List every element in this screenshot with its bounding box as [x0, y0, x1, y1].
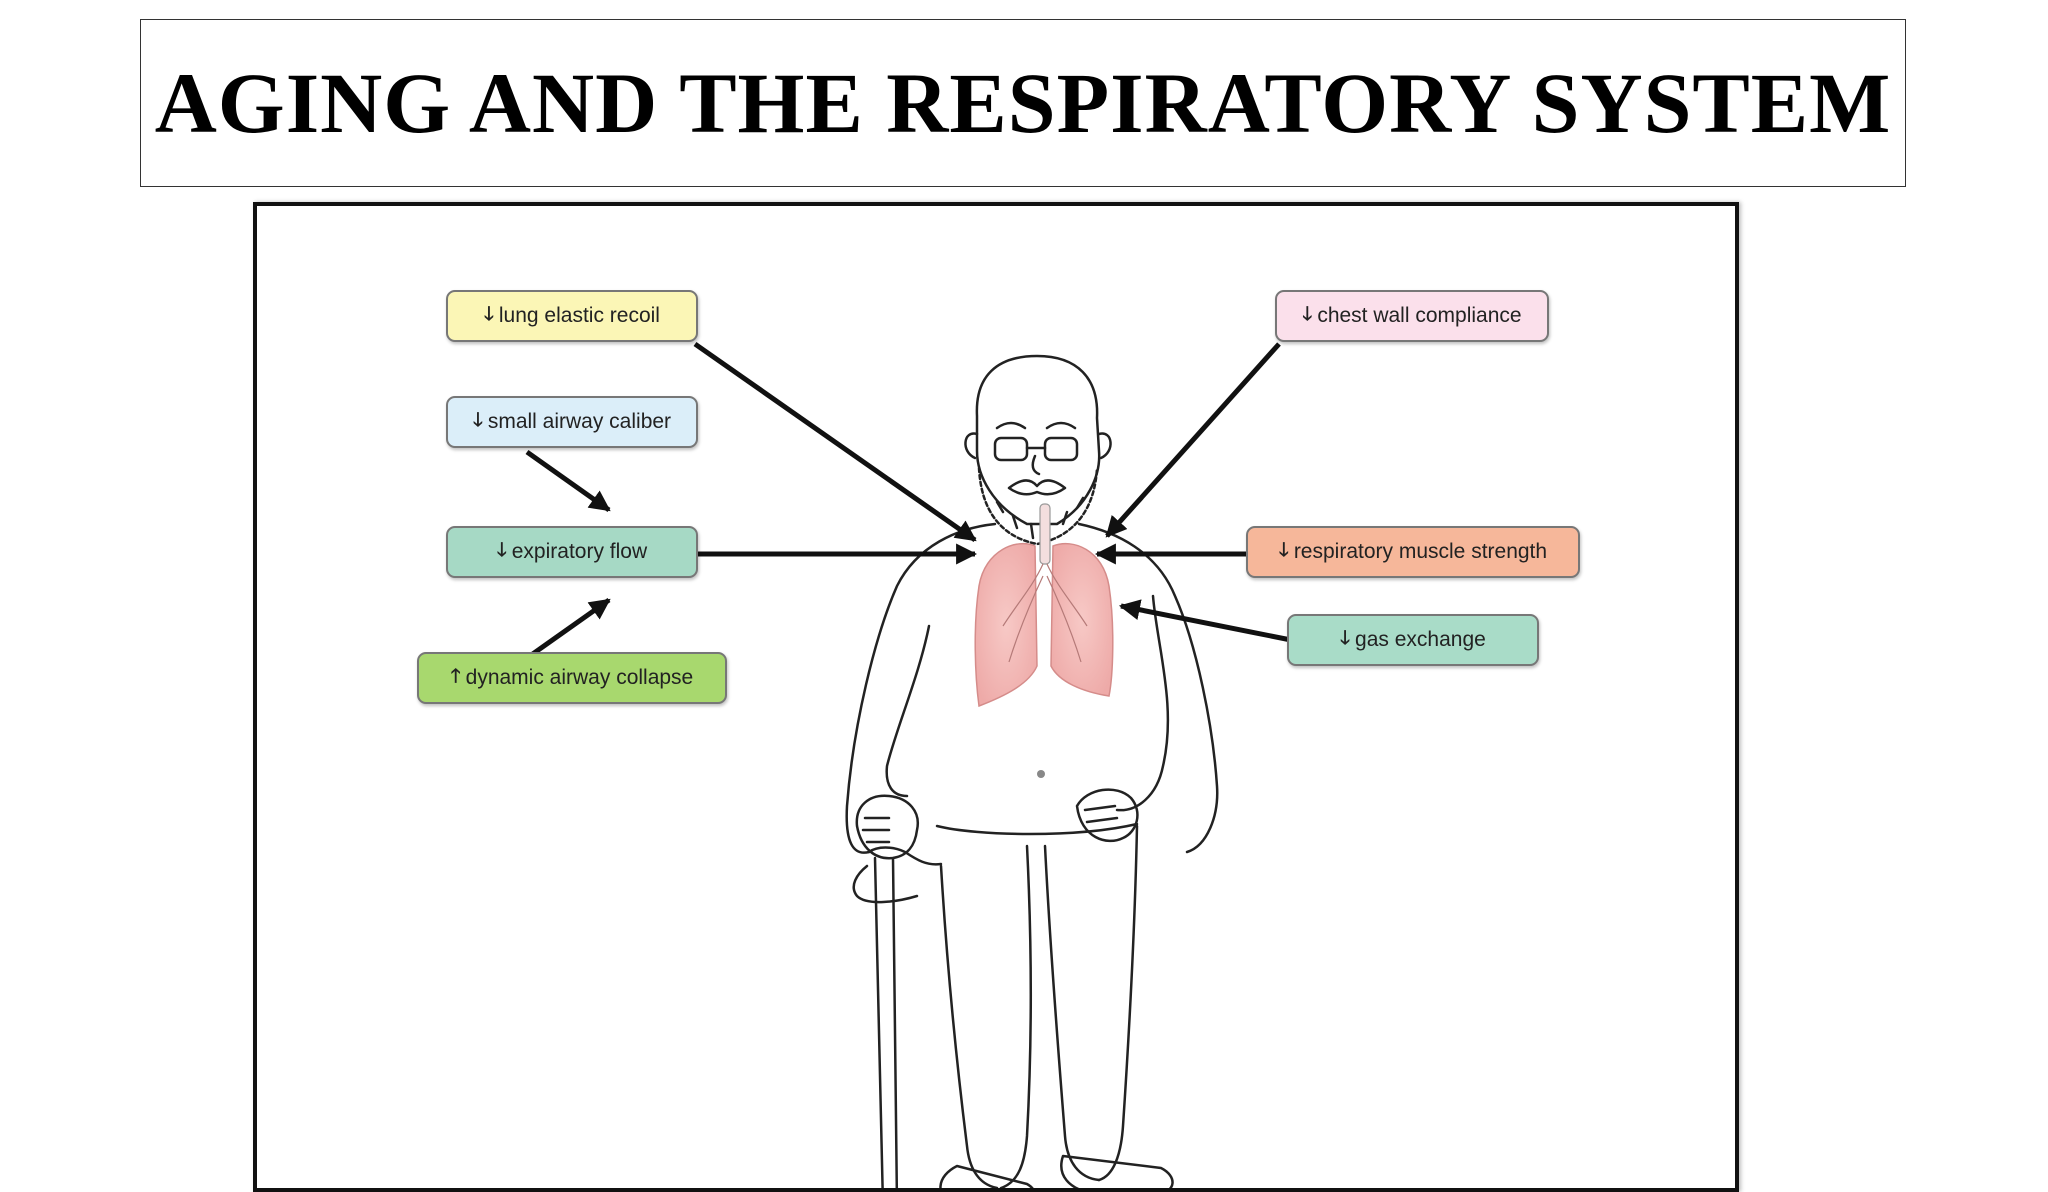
beard — [977, 466, 1099, 546]
label-text: dynamic airway collapse — [465, 666, 694, 689]
torso-right — [1077, 522, 1219, 854]
label-dynamic-airway-collapse: 🡑 dynamic airway collapse — [417, 652, 727, 704]
increase-arrow-icon: 🡑 — [450, 666, 461, 687]
right-lung — [1050, 542, 1114, 697]
label-lung-elastic-recoil: 🡓 lung elastic recoil — [446, 290, 698, 342]
right-leg — [1043, 844, 1101, 1182]
label-chest-wall-compliance: 🡓 chest wall compliance — [1275, 290, 1549, 342]
left-hand — [855, 794, 920, 860]
arrow-chest-wall-compliance — [1105, 342, 1281, 538]
right-ear — [1097, 432, 1112, 460]
label-text: respiratory muscle strength — [1293, 540, 1548, 563]
decrease-arrow-icon: 🡓 — [1302, 304, 1313, 325]
decrease-arrow-icon: 🡓 — [472, 410, 483, 431]
decrease-arrow-icon: 🡓 — [1340, 628, 1351, 649]
left-leg — [939, 864, 999, 1188]
label-gas-exchange: 🡓 gas exchange — [1287, 614, 1539, 666]
label-text: lung elastic recoil — [498, 304, 660, 327]
label-small-airway-caliber: 🡓 small airway caliber — [446, 396, 698, 448]
arrow-lung-elastic-recoil — [693, 341, 977, 543]
elderly-man-illustration — [845, 354, 1219, 1188]
left-lung — [974, 542, 1038, 708]
label-text: chest wall compliance — [1317, 304, 1522, 327]
torso-left — [845, 522, 997, 854]
right-arm — [1115, 594, 1170, 812]
arrows — [525, 341, 1292, 661]
moustache — [1007, 479, 1067, 496]
decrease-arrow-icon: 🡓 — [496, 540, 507, 561]
title-box: AGING AND THE RESPIRATORY SYSTEM — [140, 19, 1906, 187]
decrease-arrow-icon: 🡓 — [484, 304, 494, 325]
belly-button — [1037, 770, 1045, 778]
left-ear — [964, 432, 979, 460]
arrow-dynamic-airway-collapse — [525, 597, 611, 661]
label-text: gas exchange — [1355, 628, 1486, 651]
label-text: small airway caliber — [487, 410, 672, 433]
trachea — [1039, 503, 1051, 565]
diagram-canvas — [525, 341, 1292, 1188]
label-text: expiratory flow — [511, 540, 648, 563]
lungs-illustration — [974, 503, 1114, 708]
cane — [873, 856, 899, 1188]
decrease-arrow-icon: 🡓 — [1278, 540, 1289, 561]
arrow-gas-exchange — [1118, 599, 1292, 643]
right-shoe — [1060, 1154, 1174, 1188]
figure-frame: 🡓 lung elastic recoil 🡓 small airway cal… — [253, 202, 1739, 1192]
right-hand — [1075, 788, 1139, 843]
waistline — [935, 822, 1139, 836]
glasses-right-lens — [1043, 436, 1079, 462]
slide-title: AGING AND THE RESPIRATORY SYSTEM — [154, 55, 1892, 151]
left-arm — [885, 624, 931, 798]
label-expiratory-flow: 🡓 expiratory flow — [446, 526, 698, 578]
glasses-left-lens — [993, 436, 1029, 462]
arrow-small-airway-caliber — [525, 449, 611, 513]
label-respiratory-muscle-strength: 🡓 respiratory muscle strength — [1246, 526, 1580, 578]
